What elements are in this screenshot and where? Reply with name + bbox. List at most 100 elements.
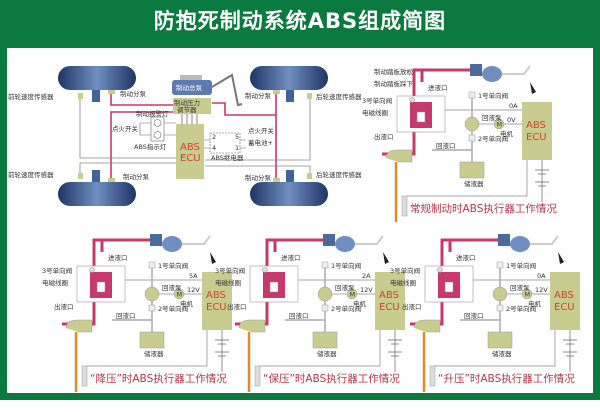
ecu-line1-label: ABS [206, 290, 226, 301]
check-valve-3 [89, 267, 95, 273]
ecu-line1-label: ABS [526, 120, 546, 131]
brake-booster [335, 236, 355, 252]
check-valve-3-label: 3号单向阀 [390, 266, 420, 275]
relay-pin: 2 [212, 133, 216, 141]
abs-relay [209, 132, 241, 154]
front-right-wheel [250, 66, 328, 90]
ecu-line2-label: ECU [206, 302, 227, 313]
rear-sensor-top-label: 后轮速度传感器 [316, 92, 362, 101]
current-label: 0A [509, 102, 518, 110]
relay-pin: 4 [212, 144, 216, 152]
wheel-cylinder [65, 319, 93, 333]
rear-right-wheel [250, 182, 328, 206]
hub [286, 90, 294, 102]
actuator-ecu [522, 102, 552, 160]
pressure-hold-diagram: 进液口 1号单向阀 3号单向阀 电磁线圈 出液口 回液口 回液泵 2号单向阀 储… [215, 234, 405, 392]
solenoid-label: 电磁线圈 [215, 278, 241, 287]
check-valve-2-label: 2号单向阀 [506, 304, 536, 313]
return-pump-label: 回液泵 [335, 283, 355, 292]
motor-label: 电机 [180, 299, 194, 308]
ecu-line2-label: ECU [526, 132, 547, 143]
check-valve-3-label: 3号单向阀 [362, 96, 392, 105]
master-cylinder [498, 234, 510, 246]
ecu-line1-label: ABS [554, 290, 574, 301]
motor-label: 电机 [500, 129, 514, 138]
check-valve-2-label: 2号单向阀 [478, 134, 508, 143]
battery-icon [535, 160, 549, 202]
current-label: 0A [537, 272, 546, 280]
reservoir-tank [487, 331, 513, 349]
reservoir-label: 储液器 [464, 179, 484, 188]
relay-wires [204, 139, 246, 149]
sensor-wire [86, 330, 208, 367]
relay-pin: 5 [235, 133, 239, 141]
check-valve-3-label: 3号单向阀 [215, 266, 245, 275]
check-valve-3 [262, 267, 268, 273]
check-valve-1 [496, 261, 504, 269]
speed-sensor [429, 365, 436, 387]
check-valve-1-label: 1号单向阀 [478, 91, 508, 100]
brake-booster [162, 236, 182, 252]
motor-symbol-label: M [497, 121, 503, 129]
check-valve-1 [321, 261, 329, 269]
pedal-rod [502, 65, 531, 75]
check-valve-1-label: 1号单向阀 [158, 261, 188, 270]
relay-pin: 1 [235, 144, 239, 152]
return-pump-label: 回液泵 [482, 113, 502, 122]
solenoid-label: 电磁线圈 [390, 278, 416, 287]
sensor-wire [205, 99, 311, 161]
brake-pedal-icon [383, 252, 389, 264]
return-pump-icon [317, 286, 333, 302]
abs-overview-diagram: 前轮速度传感器 前轮速度传感器 后轮速度传感器 后轮速度传感器 制动分泵 制动分… [8, 66, 362, 206]
caption-label: 常规制动时ABS执行器工作情况 [410, 202, 557, 215]
motor-symbol-label: M [350, 291, 356, 299]
motor-label: 电机 [353, 299, 367, 308]
sensor-wire [434, 330, 556, 367]
voltage-label: 12V [187, 286, 200, 294]
pressure-increase-diagram: 进液口 1号单向阀 3号单向阀 电磁线圈 出液口 回液口 回液泵 2号单向阀 储… [390, 234, 580, 392]
pedal-rod [530, 235, 559, 245]
brake-warning-lamp-label: 制动报警灯 [136, 109, 169, 118]
sensor-wire [79, 162, 176, 173]
pedal-rod [182, 235, 211, 245]
caption-label: “降压”时ABS执行器工作情况 [90, 372, 227, 385]
valve-plunger [96, 281, 106, 293]
modulator-label-2: 调节器 [177, 105, 197, 114]
caption-label: “升压”时ABS执行器工作情况 [438, 372, 575, 385]
caliper [273, 178, 280, 182]
actuator-ecu [375, 272, 405, 330]
pressure-modulator [173, 98, 211, 114]
lamp-wires [139, 122, 176, 136]
return-pump-label: 回液泵 [162, 283, 182, 292]
battery-icon [215, 330, 229, 372]
actuator-ecu [202, 272, 232, 330]
check-valve-2-label: 2号单向阀 [158, 304, 188, 313]
check-valve-2-label: 2号单向阀 [331, 304, 361, 313]
front-left-wheel [58, 66, 136, 90]
speed-sensor [307, 173, 312, 179]
brake-pedal-icon [558, 252, 564, 264]
wheel-cylinder [238, 319, 266, 333]
solenoid-label: 电磁线圈 [362, 108, 388, 117]
speed-sensor [78, 173, 83, 179]
check-valve-2 [496, 304, 504, 312]
check-valve-3 [409, 97, 415, 103]
inlet-label: 进液口 [428, 83, 448, 92]
check-valve-3 [437, 267, 443, 273]
wheel-cylinder [385, 149, 413, 163]
check-valve-2 [321, 304, 329, 312]
inlet-label: 进液口 [108, 253, 128, 262]
voltage-label: 12V [360, 286, 373, 294]
current-label: 2A [362, 272, 371, 280]
abs-indicator-lamp-icon [153, 131, 162, 139]
reservoir-label: 储液器 [492, 349, 512, 358]
wheel-cylinder [413, 319, 441, 333]
valve-plunger [444, 281, 454, 293]
front-sensor-bottom-label: 前轮速度传感器 [8, 170, 54, 179]
speed-sensor [401, 195, 408, 217]
ecu-line1-label: ABS [379, 290, 399, 301]
valve-plunger [416, 111, 426, 123]
relay-label: ABS继电器 [211, 153, 244, 162]
check-valve-1-label: 1号单向阀 [331, 261, 361, 270]
overview-ecu [176, 124, 204, 179]
